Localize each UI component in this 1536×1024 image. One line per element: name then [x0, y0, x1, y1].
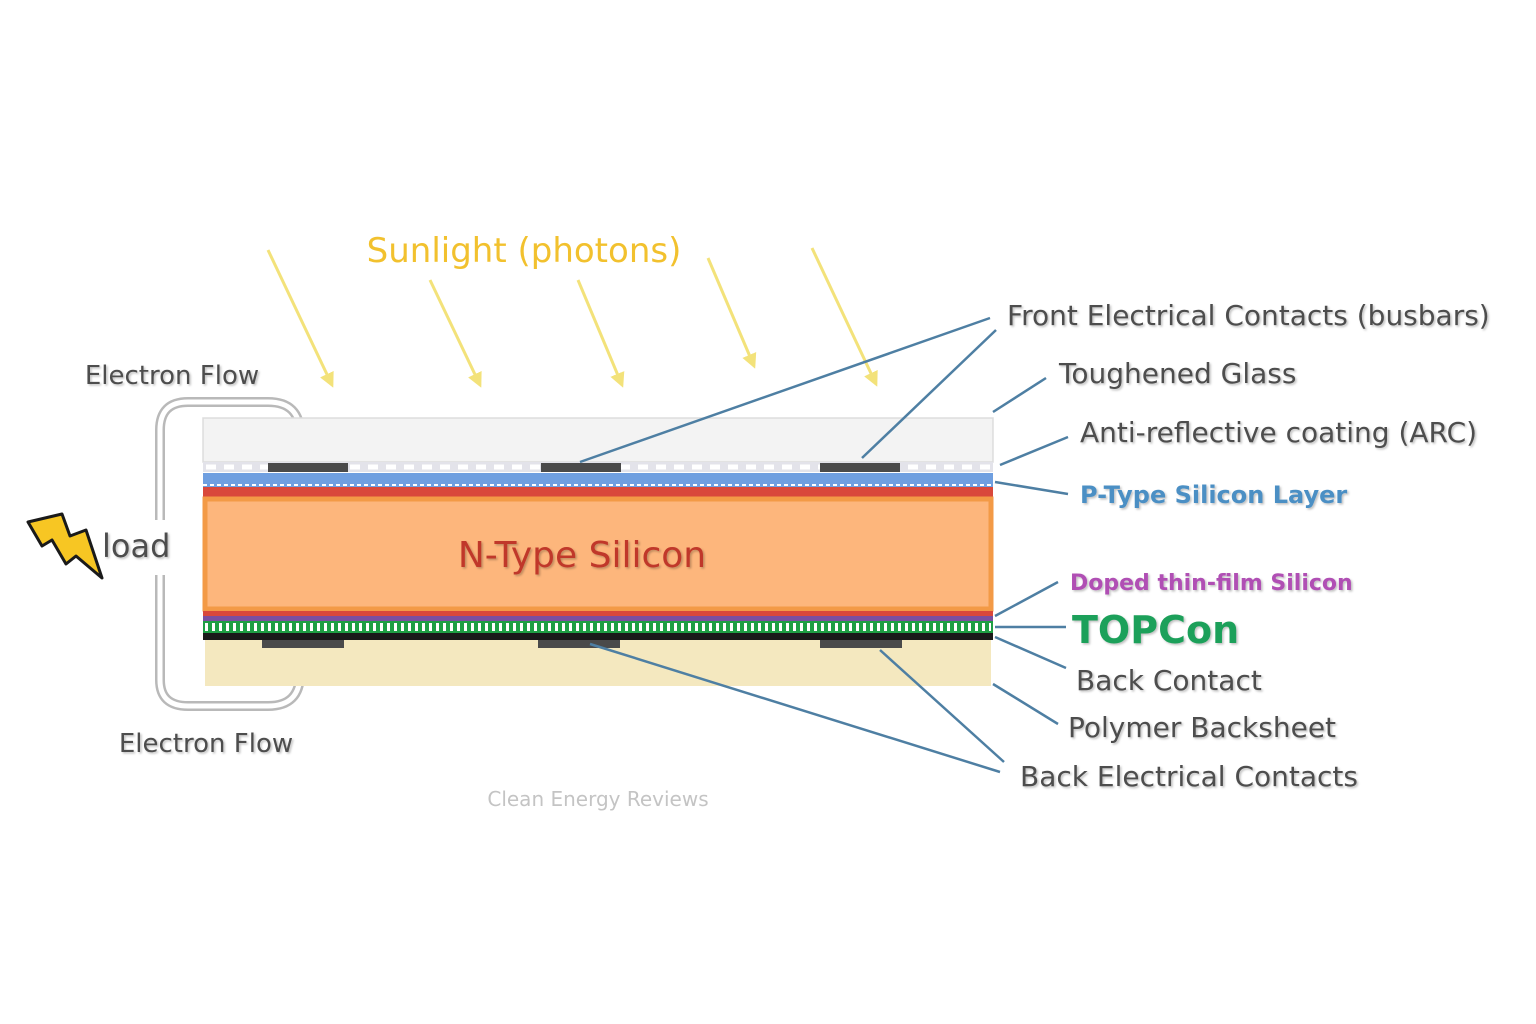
n-type-silicon-label: N-Type Silicon [458, 535, 706, 576]
back-contact-label: Back Contact [1076, 664, 1262, 697]
front-contact-pad [820, 463, 900, 472]
front-contact-pad [541, 463, 621, 472]
topcon-label: TOPCon [1072, 608, 1239, 652]
leader-front-contact-2 [861, 329, 997, 459]
back-contact-pad [538, 640, 620, 648]
leader-arc [999, 435, 1069, 467]
backsheet-label: Polymer Backsheet [1068, 711, 1336, 744]
back-contact-pad [820, 640, 902, 648]
front-contact-pad [268, 463, 348, 472]
back-contact-layer [203, 633, 993, 640]
leader-glass [992, 376, 1047, 414]
cell-stack: N-Type Silicon [202, 417, 994, 686]
layer-labels: Front Electrical Contacts (busbars) Toug… [1007, 299, 1490, 793]
leader-back-contacts-2 [879, 649, 1005, 763]
arc-layer [203, 473, 993, 487]
front-contacts-label: Front Electrical Contacts (busbars) [1007, 299, 1490, 332]
leader-back-contact [994, 635, 1067, 670]
leader-backsheet [992, 682, 1059, 726]
electron-flow-top-label: Electron Flow [85, 361, 259, 391]
arc-label: Anti-reflective coating (ARC) [1080, 416, 1477, 449]
sun-arrow [428, 279, 482, 388]
n-type-silicon-layer [202, 496, 994, 612]
load-label: load [102, 527, 170, 565]
sunlight-arrows [266, 247, 878, 388]
lightning-bolt-icon [26, 512, 104, 580]
back-contact-pad [262, 640, 344, 648]
p-type-layer [203, 487, 993, 497]
sun-arrow [266, 249, 334, 388]
leader-front-contact-1 [579, 316, 991, 464]
sun-arrow [576, 279, 625, 388]
doped-film-layer [203, 616, 993, 621]
sun-arrow [810, 247, 878, 387]
p-type-label: P-Type Silicon Layer [1080, 481, 1347, 509]
doped-film-layer-top [203, 611, 993, 616]
electron-flow-bottom-label: Electron Flow [119, 729, 293, 759]
leader-back-contacts-1 [589, 642, 1001, 774]
leader-lines [579, 316, 1069, 774]
leader-p-type [994, 480, 1069, 496]
toughened-glass-label: Toughened Glass [1058, 357, 1296, 390]
doped-film-label: Doped thin-film Silicon [1070, 571, 1353, 596]
watermark: Clean Energy Reviews [487, 787, 708, 811]
sun-arrow [706, 257, 757, 369]
sunlight-title: Sunlight (photons) [367, 231, 682, 271]
leader-doped-film [994, 580, 1059, 618]
back-contacts-label: Back Electrical Contacts [1020, 760, 1358, 793]
